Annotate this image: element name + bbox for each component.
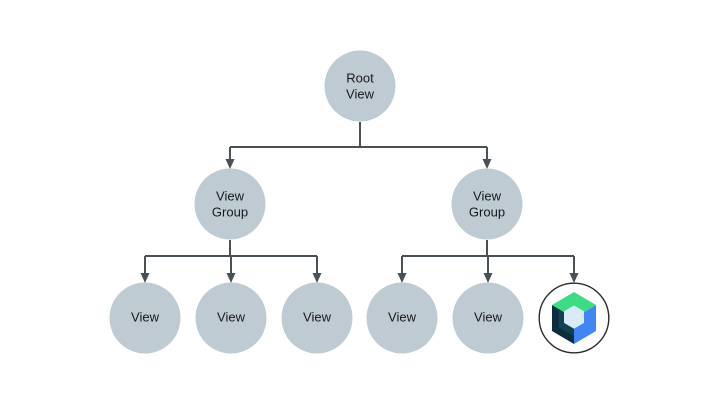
node-root-view-label-line1: Root [346, 70, 374, 85]
node-root-view-label-line2: View [346, 86, 375, 101]
compose-logo-top-face [552, 292, 596, 318]
node-compose-leaf[interactable] [538, 282, 610, 354]
node-view-leaf-3[interactable]: View [281, 282, 353, 354]
arrowhead-leaf-compose [569, 273, 579, 283]
node-view-leaf-2[interactable]: View [195, 282, 267, 354]
compose-logo-top-shoulder [552, 297, 565, 309]
node-view-leaf-4-circle [366, 282, 438, 354]
node-view-group-left-circle [194, 168, 266, 240]
node-view-group-right-label-line1: View [473, 188, 502, 203]
connector-group-right-children [397, 240, 579, 283]
arrowhead-leaf5 [483, 273, 493, 283]
node-view-group-right[interactable]: View Group [451, 168, 523, 240]
node-view-leaf-2-circle [195, 282, 267, 354]
node-view-leaf-1-circle [109, 282, 181, 354]
node-view-group-right-circle [451, 168, 523, 240]
node-view-leaf-1-label: View [131, 309, 160, 324]
arrowhead-group-right [482, 159, 492, 169]
node-view-leaf-2-label: View [217, 309, 246, 324]
arrowhead-group-left [225, 159, 235, 169]
node-view-leaf-4-label: View [388, 309, 417, 324]
node-root-view-circle [324, 50, 396, 122]
arrowhead-leaf3 [312, 273, 322, 283]
jetpack-compose-logo-icon [552, 292, 596, 344]
arrowhead-leaf2 [226, 273, 236, 283]
node-view-group-left-label-line1: View [216, 188, 245, 203]
node-view-leaf-5-label: View [474, 309, 503, 324]
node-view-leaf-3-circle [281, 282, 353, 354]
node-view-group-right-label-line2: Group [469, 204, 505, 219]
node-root-view[interactable]: Root View [324, 50, 396, 122]
connector-group-level1 [225, 122, 492, 169]
node-view-leaf-3-label: View [303, 309, 332, 324]
node-view-leaf-1[interactable]: View [109, 282, 181, 354]
arrowhead-leaf1 [140, 273, 150, 283]
node-view-group-left[interactable]: View Group [194, 168, 266, 240]
node-view-leaf-5-circle [452, 282, 524, 354]
node-view-leaf-4[interactable]: View [366, 282, 438, 354]
arrowhead-leaf4 [397, 273, 407, 283]
node-view-leaf-5[interactable]: View [452, 282, 524, 354]
compose-logo-center-hex [564, 305, 584, 329]
node-view-group-left-label-line2: Group [212, 204, 248, 219]
connector-group-left-children [140, 240, 322, 283]
